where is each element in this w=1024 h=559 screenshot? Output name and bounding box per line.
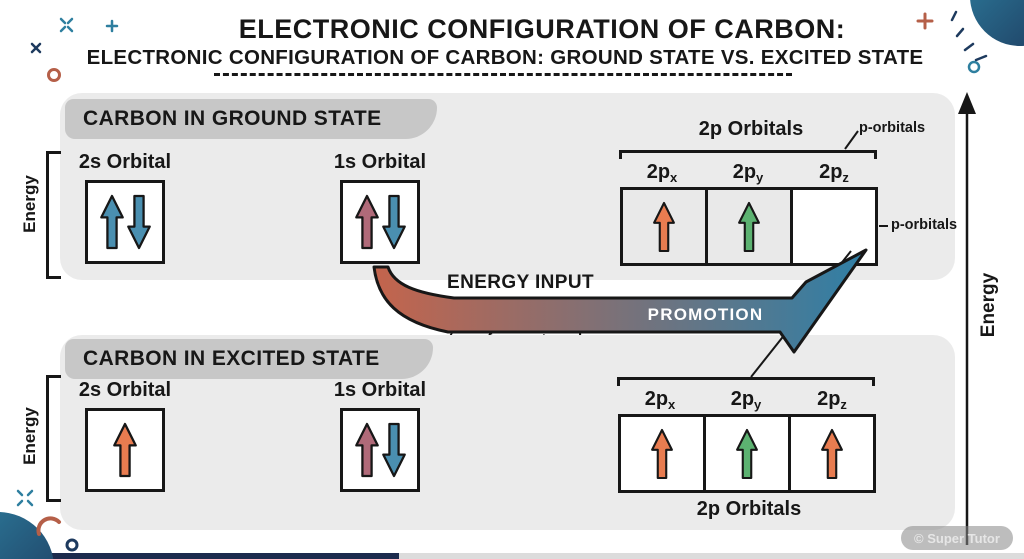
excited-energy-bracket	[46, 375, 61, 502]
p-orbital-label-sub: y	[754, 397, 762, 412]
p-orbital-box	[705, 187, 793, 266]
ground-energy-label: Energy	[20, 175, 39, 233]
electron-up-arrow-icon	[354, 422, 379, 478]
orbital: 1s Orbital	[315, 379, 445, 492]
p-orbital-box	[620, 187, 708, 266]
ground-state-header: CARBON IN GROUND STATE	[65, 99, 437, 139]
subtitle-dashed-underline	[214, 73, 792, 76]
electron-down-arrow-icon	[381, 194, 406, 250]
p-orbital-box	[790, 187, 878, 266]
orbital-box	[340, 408, 420, 492]
page-subtitle: ELECTRONIC CONFIGURATION OF CARBON: GROU…	[86, 46, 924, 69]
orbital-label: 2s Orbital	[78, 379, 172, 401]
orbital: 2s Orbital	[60, 379, 190, 492]
arc-icon	[36, 516, 61, 536]
orbital-label: 1s Orbital	[333, 379, 427, 401]
p-orbital-label-base: 2p	[644, 388, 669, 410]
electron-up-arrow-icon	[651, 428, 673, 479]
p-orbitals-callout-side: p-orbitals	[891, 217, 958, 233]
orbital-label: 2s Orbital	[78, 151, 172, 173]
plus-icon	[105, 19, 119, 33]
p-orbital-label-sub: x	[668, 397, 676, 412]
orbital-label: 1s Orbital	[333, 151, 427, 173]
p-orbital-box	[788, 414, 876, 493]
electron-down-arrow-icon	[381, 422, 406, 478]
energy-axis-label: Energy	[978, 272, 999, 338]
watermark-badge: © Super Tutor	[901, 526, 1013, 550]
orbital: 2s Orbital	[60, 151, 190, 264]
electron-up-arrow-icon	[738, 201, 760, 252]
p-orbital-label-base: 2p	[646, 161, 671, 183]
excited-energy-label: Energy	[20, 407, 39, 465]
p-orbital-label-base: 2p	[817, 388, 841, 410]
orbital-box	[85, 408, 165, 492]
p-orbital-label-sub: y	[756, 170, 764, 185]
electron-up-arrow-icon	[354, 194, 379, 250]
p-orbitals-title: 2p Orbitals	[696, 498, 802, 520]
p-orbital-label-base: 2p	[732, 161, 757, 183]
electron-up-arrow-icon	[736, 428, 758, 479]
sparkle-x-icon	[59, 17, 74, 33]
sparkle-x-icon	[16, 489, 34, 507]
p-orbital-label: 2py	[705, 161, 791, 185]
corner-circle-icon	[970, 0, 1024, 46]
p-orbital-label: 2px	[619, 161, 705, 185]
video-progress-played	[0, 553, 400, 559]
orbital-box	[340, 180, 420, 264]
electron-down-arrow-icon	[126, 194, 151, 250]
electron-up-arrow-icon	[653, 201, 675, 252]
corner-circle-icon	[0, 512, 54, 559]
p-orbital-label-base: 2p	[819, 161, 843, 183]
p-orbital-label-sub: x	[670, 170, 678, 185]
video-progress-bar[interactable]	[0, 553, 1024, 559]
orbital: 1s Orbital	[315, 151, 445, 264]
excited-state-header: CARBON IN EXCITED STATE	[65, 339, 433, 379]
promotion-label: PROMOTION	[647, 305, 764, 324]
ring-icon	[65, 538, 79, 552]
p-orbital-label: 2py	[703, 388, 789, 412]
electron-up-arrow-icon	[821, 428, 843, 479]
ground-energy-bracket	[46, 151, 61, 279]
p-orbital-box	[703, 414, 791, 493]
p-orbitals-bracket	[619, 150, 877, 159]
ring-icon	[47, 68, 61, 82]
energy-input-label: ENERGY INPUT	[447, 272, 594, 293]
page-title: ELECTRONIC CONFIGURATION OF CARBON:	[238, 14, 846, 44]
orbital-box	[85, 180, 165, 264]
p-orbital-label: 2px	[617, 388, 703, 412]
p-orbitals-callout-top: p-orbitals	[859, 120, 926, 136]
p-orbital-label: 2pz	[791, 161, 877, 185]
p-orbitals-title: 2p Orbitals	[698, 118, 804, 140]
electron-up-arrow-icon	[113, 422, 137, 478]
p-orbital-box	[618, 414, 706, 493]
p-orbital-label-sub: z	[842, 170, 849, 185]
p-orbital-boxes-row	[618, 414, 876, 493]
p-orbitals-bracket	[617, 377, 875, 386]
energy-axis-arrowhead-icon	[958, 92, 976, 114]
p-orbital-label: 2pz	[789, 388, 875, 412]
electron-up-arrow-icon	[99, 194, 124, 250]
p-orbital-boxes-row	[620, 187, 878, 266]
p-orbital-label-base: 2p	[730, 388, 755, 410]
p-orbital-label-sub: z	[840, 397, 847, 412]
